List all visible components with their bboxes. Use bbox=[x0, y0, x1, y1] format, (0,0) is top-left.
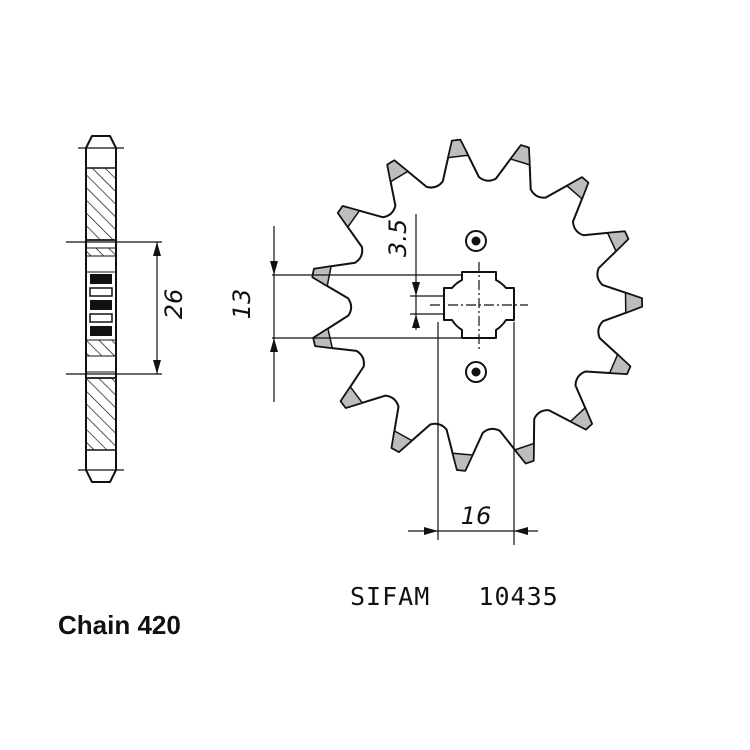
part-number: 10435 bbox=[478, 582, 559, 611]
tooth-tip-13 bbox=[311, 265, 333, 288]
bolt-hole-top bbox=[465, 230, 487, 252]
tooth-tip-4 bbox=[606, 230, 630, 253]
tooth-tip-15 bbox=[386, 159, 410, 183]
splined-bore bbox=[443, 271, 515, 339]
chain-label: Chain 420 bbox=[58, 610, 181, 640]
dimension-hub-width: 26 bbox=[66, 241, 188, 375]
bolt-hole-bottom bbox=[465, 361, 487, 383]
dimension-offset: 3.5 bbox=[384, 214, 444, 330]
tooth-tip-7 bbox=[569, 406, 593, 431]
part-label: SIFAM 10435 bbox=[350, 582, 559, 611]
dimension-label-26: 26 bbox=[160, 289, 188, 320]
tooth-tip-8 bbox=[513, 442, 535, 465]
tooth-tip-10 bbox=[390, 429, 414, 453]
dimension-label-16: 16 bbox=[461, 502, 492, 530]
tooth-tip-11 bbox=[339, 385, 364, 409]
brand-name: SIFAM bbox=[350, 582, 431, 611]
tooth-tip-14 bbox=[336, 205, 361, 229]
tooth-tip-9 bbox=[451, 452, 474, 472]
tooth-tip-3 bbox=[565, 176, 590, 201]
hub-section bbox=[85, 239, 117, 379]
tooth-tip-5 bbox=[624, 291, 643, 314]
hatched-section-top bbox=[85, 167, 117, 241]
dimension-center-height: 13 bbox=[228, 226, 462, 402]
tooth-tip-1 bbox=[447, 138, 470, 159]
tooth-tip-6 bbox=[608, 353, 632, 375]
dimension-bore-width: 16 bbox=[408, 322, 538, 545]
sprocket-outline bbox=[311, 138, 643, 472]
dimension-label-3-5: 3.5 bbox=[384, 219, 412, 257]
dimension-label-13: 13 bbox=[228, 289, 256, 320]
tooth-tip-2 bbox=[509, 144, 531, 166]
front-view: 13 3.5 16 bbox=[228, 138, 643, 545]
tooth-tip-marks bbox=[311, 138, 643, 472]
side-view: 26 bbox=[66, 135, 188, 483]
hatched-section-bottom bbox=[85, 377, 117, 451]
